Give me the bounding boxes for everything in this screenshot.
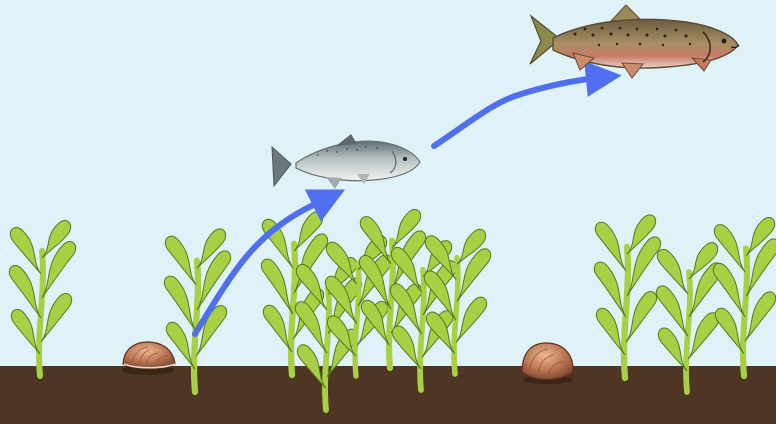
seafloor-sediment <box>0 366 776 424</box>
clam-icon <box>522 343 573 384</box>
